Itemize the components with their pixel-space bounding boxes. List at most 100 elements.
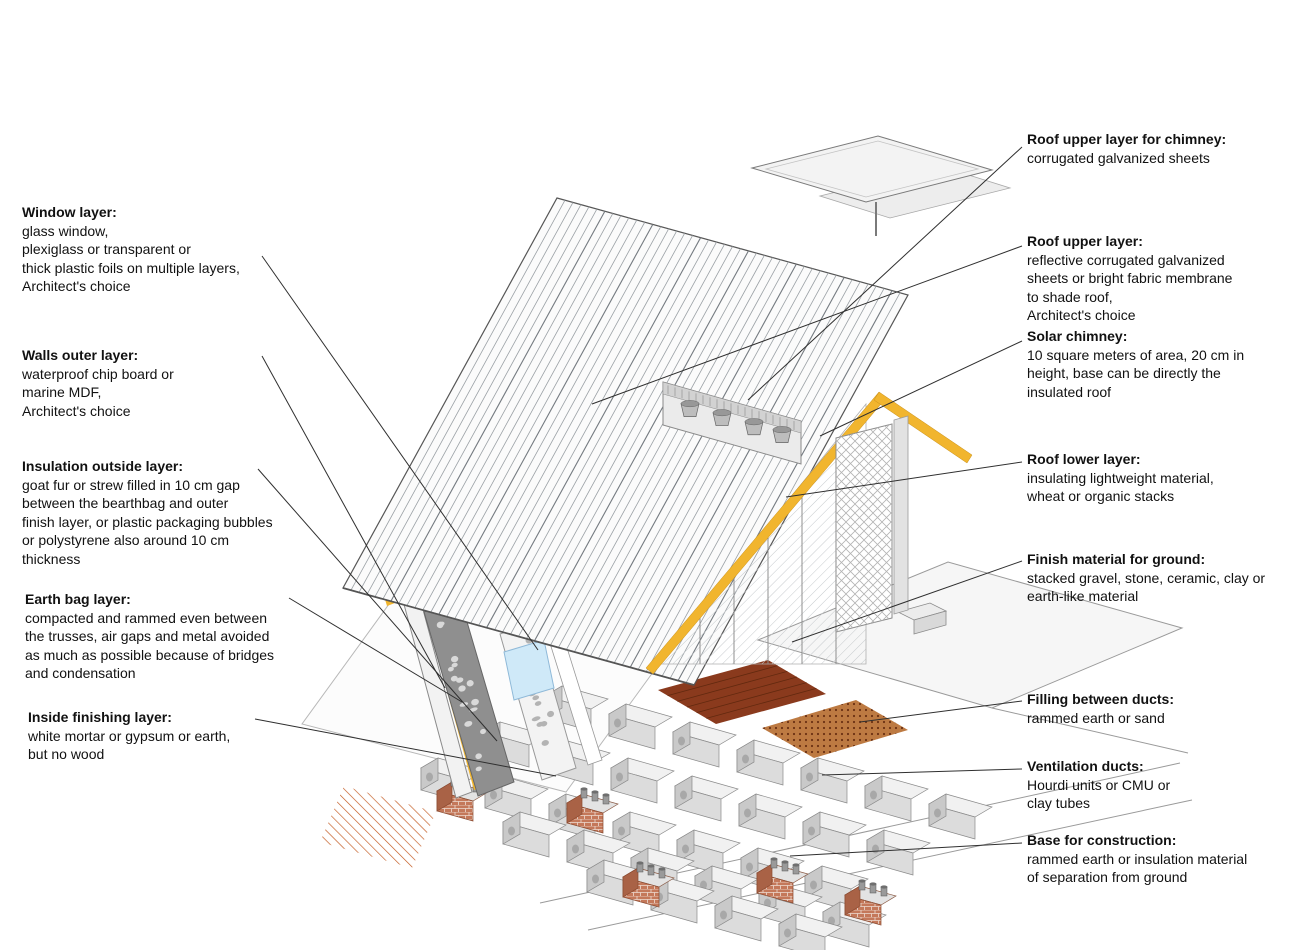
leader-finish-material-ground	[791, 560, 1023, 643]
duct-hole	[746, 862, 753, 872]
vent-cylinder-top	[781, 860, 789, 864]
leader-insulation-outside-layer	[257, 468, 498, 742]
earthbag-pebble	[547, 710, 555, 718]
duct-hole	[744, 808, 751, 818]
earthbag-pebble	[541, 740, 549, 746]
rammed-earth-ridge	[696, 682, 807, 714]
roof-corrugation-line	[589, 266, 805, 657]
duct-hole	[490, 790, 497, 800]
duct-hole	[616, 772, 623, 782]
pier-end-face	[844, 885, 861, 916]
earthbag-pebble	[450, 655, 459, 663]
annotation-body: rammed earth or insulation material of s…	[1027, 850, 1248, 886]
duct-block	[802, 811, 867, 858]
earthbag-pebble	[436, 621, 444, 629]
roof-corrugation-line	[470, 233, 685, 624]
roof-corrugation-line	[502, 241, 717, 633]
earthbag-pebble	[531, 716, 541, 722]
leader-earth-bag-layer	[288, 597, 463, 703]
earthbag-pebble	[480, 728, 486, 735]
annotation-body: rammed earth or sand	[1027, 709, 1165, 726]
earthbag-pebble	[458, 685, 466, 692]
roof-corrugation-line	[533, 250, 749, 642]
roof-corrugation-line	[406, 215, 622, 606]
duct-hole	[508, 826, 515, 836]
roof-corrugation-line	[510, 244, 725, 635]
vent-cylinder-top	[880, 885, 888, 889]
earthbag-pebble	[450, 675, 458, 682]
annotation-body: white mortar or gypsum or earth, but no …	[28, 727, 231, 763]
annotation-title: Filling between ducts:	[1027, 691, 1175, 707]
annotation-body: stacked gravel, stone, ceramic, clay or …	[1027, 569, 1266, 605]
annotation-title: Earth bag layer:	[25, 591, 131, 607]
duct-hole	[934, 808, 941, 818]
duct-block	[672, 721, 737, 768]
roof-corrugation-line	[486, 237, 702, 628]
earthbag-pebble	[464, 720, 473, 727]
hatched-base-patch	[320, 786, 436, 868]
roof-corrugation-line	[558, 257, 773, 648]
base-slab-edge	[991, 707, 1189, 754]
duct-hole	[426, 772, 433, 782]
duct-block	[778, 913, 843, 950]
roof-corrugation-line	[581, 263, 797, 655]
annotation-title: Base for construction:	[1027, 832, 1177, 848]
duct-hole	[808, 826, 815, 836]
roof-corrugation-line	[478, 235, 693, 626]
duct-hole	[572, 844, 579, 854]
duct-hole	[806, 772, 813, 782]
annotation-ventilation-ducts: Ventilation ducts: Hourdi units or CMU o…	[1027, 757, 1295, 813]
roof-corrugation-line	[454, 228, 670, 620]
roof-corrugation-line	[542, 252, 757, 644]
annotation-filling-between-ducts: Filling between ducts: rammed earth or s…	[1027, 690, 1295, 727]
annotation-insulation-outside-layer: Insulation outside layer: goat fur or st…	[22, 457, 322, 568]
roof-corrugation-line	[621, 274, 837, 666]
roof-corrugation-line	[414, 217, 630, 609]
pier-end-face	[436, 781, 453, 812]
chimney-vent-bucket-rim	[712, 409, 732, 417]
brick-pier	[566, 787, 619, 834]
annotation-base-for-construction: Base for construction: rammed earth or i…	[1027, 831, 1295, 887]
earthbag-pebble	[475, 753, 482, 760]
roof-corrugation-line	[637, 279, 853, 670]
roof-corrugation-line	[645, 281, 861, 672]
leader-base-for-construction	[789, 842, 1023, 857]
annotation-title: Inside finishing layer:	[28, 709, 172, 725]
roof-eave-edge	[342, 587, 695, 686]
annotation-title: Window layer:	[22, 204, 117, 220]
vent-cylinder-top	[591, 790, 599, 794]
duct-block	[738, 793, 803, 840]
chimney-vent-bucket-rim	[680, 400, 700, 408]
vent-cylinder-top	[869, 882, 877, 886]
earthbag-pebble	[466, 680, 474, 687]
leader-roof-lower-layer	[785, 461, 1023, 498]
sand-fill-texture	[762, 700, 908, 758]
duct-block	[928, 793, 993, 840]
vent-cylinder-top	[647, 864, 655, 868]
truss-wall-lattice	[836, 424, 892, 632]
duct-hole	[872, 844, 879, 854]
window-glass	[503, 639, 555, 701]
rammed-earth-ridge	[686, 676, 798, 708]
duct-block	[610, 757, 675, 804]
leader-roof-upper-layer	[591, 245, 1023, 405]
vent-cylinder-top	[580, 787, 588, 791]
rammed-earth-ridge	[677, 670, 788, 702]
chimney-cap-roof	[750, 135, 994, 203]
annotation-roof-lower-layer: Roof lower layer: insulating lightweight…	[1027, 450, 1295, 506]
earthbag-pebble	[532, 695, 540, 701]
roof-corrugation-line	[446, 226, 662, 617]
vent-cylinder-top	[858, 879, 866, 883]
earth-bag-column	[893, 415, 909, 615]
annotation-body: reflective corrugated galvanized sheets …	[1027, 251, 1233, 324]
roof-corrugation-line	[573, 261, 789, 653]
roof-corrugation-line	[382, 208, 598, 600]
chimney-vent-bucket-rim	[744, 418, 764, 426]
annotation-title: Finish material for ground:	[1027, 551, 1206, 567]
duct-hole	[618, 826, 625, 836]
leader-filling-between-ducts	[859, 700, 1023, 723]
annotation-window-layer: Window layer: glass window, plexiglass o…	[22, 203, 322, 296]
roof-corrugation-line	[374, 206, 590, 598]
